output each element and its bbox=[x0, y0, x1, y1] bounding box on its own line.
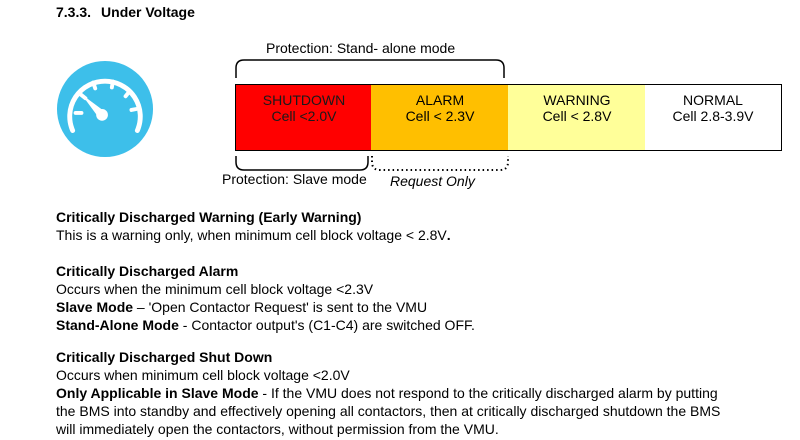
shutdown-applicable: Only Applicable in Slave Mode - If the V… bbox=[56, 384, 800, 402]
zone-alarm-label: ALARM bbox=[415, 92, 465, 108]
zone-normal-label: NORMAL bbox=[683, 92, 743, 108]
slave-bracket bbox=[235, 156, 369, 171]
gauge-icon-background bbox=[56, 60, 154, 158]
speedometer-gauge-icon bbox=[56, 60, 154, 158]
request-only-caption: Request Only bbox=[390, 173, 475, 189]
alarm-slave-text: – 'Open Contactor Request' is sent to th… bbox=[133, 299, 428, 315]
warning-period: . bbox=[446, 227, 451, 243]
zone-warning-label: WARNING bbox=[543, 92, 611, 108]
zone-alarm-value: Cell < 2.3V bbox=[405, 108, 475, 124]
alarm-slave-mode: Slave Mode – 'Open Contactor Request' is… bbox=[56, 298, 800, 316]
alarm-standalone-mode: Stand-Alone Mode - Contactor output's (C… bbox=[56, 316, 800, 334]
gauge-icon-ticks bbox=[73, 79, 139, 115]
warning-title: Critically Discharged Warning (Early War… bbox=[56, 209, 362, 225]
shutdown-description: Occurs when minimum cell block voltage <… bbox=[56, 367, 350, 383]
shutdown-section: Critically Discharged Shut Down Occurs w… bbox=[56, 348, 800, 438]
section-heading: 7.3.3. Under Voltage bbox=[56, 4, 195, 20]
alarm-description: Occurs when the minimum cell block volta… bbox=[56, 281, 374, 297]
standalone-protection-caption: Protection: Stand- alone mode bbox=[266, 40, 456, 56]
gauge-icon-dial bbox=[67, 78, 143, 134]
zone-alarm: ALARM Cell < 2.3V bbox=[371, 84, 510, 151]
zone-warning: WARNING Cell < 2.8V bbox=[508, 84, 647, 151]
zone-normal-value: Cell 2.8-3.9V bbox=[672, 108, 754, 124]
alarm-slave-label: Slave Mode bbox=[56, 299, 134, 315]
zone-shutdown: SHUTDOWN Cell <2.0V bbox=[235, 84, 373, 151]
voltage-zone-diagram: Protection: Stand- alone mode SHUTDOWN C… bbox=[0, 0, 800, 200]
shutdown-applicable-text: - If the VMU does not respond to the cri… bbox=[258, 385, 718, 401]
section-number: 7.3.3. bbox=[56, 4, 92, 20]
warning-text: This is a warning only, when minimum cel… bbox=[56, 227, 447, 243]
zone-shutdown-value: Cell <2.0V bbox=[271, 108, 337, 124]
zone-normal: NORMAL Cell 2.8-3.9V bbox=[645, 84, 782, 151]
alarm-standalone-label: Stand-Alone Mode bbox=[56, 317, 179, 333]
shutdown-line-3: the BMS into standby and effectively ope… bbox=[56, 403, 721, 419]
slave-protection-caption: Protection: Slave mode bbox=[222, 171, 367, 187]
alarm-title: Critically Discharged Alarm bbox=[56, 263, 239, 279]
zone-warning-value: Cell < 2.8V bbox=[542, 108, 612, 124]
standalone-bracket bbox=[235, 59, 505, 78]
alarm-standalone-text: - Contactor output's (C1-C4) are switche… bbox=[178, 317, 475, 333]
warning-section: Critically Discharged Warning (Early War… bbox=[56, 208, 800, 244]
shutdown-applicable-label: Only Applicable in Slave Mode bbox=[56, 385, 259, 401]
warning-description: This is a warning only, when minimum cel… bbox=[56, 226, 800, 244]
alarm-section: Critically Discharged Alarm Occurs when … bbox=[56, 262, 800, 334]
request-only-bracket bbox=[371, 156, 509, 171]
gauge-icon-hub bbox=[96, 109, 108, 121]
zone-shutdown-label: SHUTDOWN bbox=[262, 92, 346, 108]
shutdown-title: Critically Discharged Shut Down bbox=[56, 349, 273, 365]
shutdown-line-4: will immediately open the contactors, wi… bbox=[56, 421, 499, 437]
section-title: Under Voltage bbox=[101, 4, 195, 20]
